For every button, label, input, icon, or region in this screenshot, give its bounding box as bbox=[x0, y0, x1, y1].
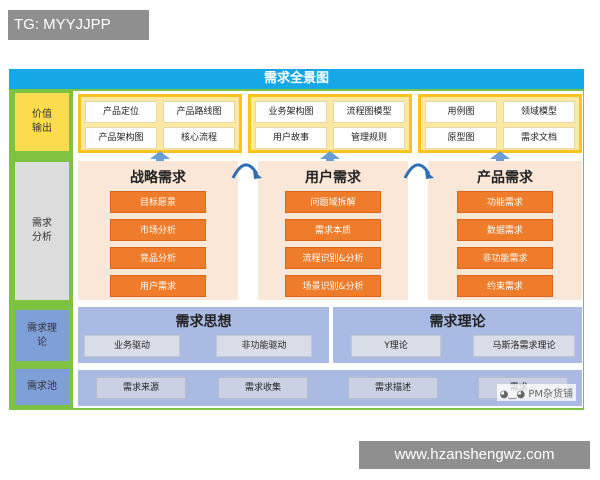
side-value: 价值 输出 bbox=[15, 93, 69, 151]
side-pool: 需求池 bbox=[15, 369, 69, 405]
value-item: 核心流程 bbox=[163, 127, 235, 149]
up-arrow-icon bbox=[150, 151, 170, 163]
analysis-title: 产品需求 bbox=[477, 170, 533, 186]
value-item: 管理规则 bbox=[333, 127, 405, 149]
watermark: ◕‿◕ PM杂货铺 bbox=[496, 384, 576, 401]
analysis-title: 战略需求 bbox=[130, 170, 186, 186]
page-title: 需求全景图 bbox=[9, 69, 584, 89]
value-item: 产品定位 bbox=[85, 101, 157, 123]
up-arrow-icon bbox=[490, 151, 510, 163]
value-item: 产品路线图 bbox=[163, 101, 235, 123]
value-group-2: 业务架构图 流程图模型 用户故事 管理规则 bbox=[248, 94, 412, 153]
analysis-item: 竞品分析 bbox=[110, 247, 206, 269]
analysis-item: 需求本质 bbox=[285, 219, 381, 241]
side-analysis-label: 需求 分析 bbox=[32, 218, 52, 243]
watermark-text: PM杂货铺 bbox=[528, 389, 573, 400]
analysis-user: 用户需求 问题域拆解 需求本质 流程识别&分析 场景识别&分析 bbox=[258, 161, 408, 300]
theory-title: 需求思想 bbox=[175, 314, 232, 330]
analysis-product: 产品需求 功能需求 数据需求 非功能需求 约束需求 bbox=[428, 161, 582, 300]
value-item: 用户故事 bbox=[255, 127, 327, 149]
tag-label: TG: MYYJJPP bbox=[8, 10, 149, 40]
value-group-1: 产品定位 产品路线图 产品架构图 核心流程 bbox=[78, 94, 242, 153]
theory-item: 非功能驱动 bbox=[216, 335, 312, 357]
value-item: 业务架构图 bbox=[255, 101, 327, 123]
value-item: 流程图模型 bbox=[333, 101, 405, 123]
analysis-item: 功能需求 bbox=[457, 191, 553, 213]
value-item: 领域模型 bbox=[503, 101, 575, 123]
analysis-item: 问题域拆解 bbox=[285, 191, 381, 213]
up-arrow-icon bbox=[320, 151, 340, 163]
site-url: www.hzanshengwz.com bbox=[359, 441, 590, 469]
analysis-item: 非功能需求 bbox=[457, 247, 553, 269]
side-value-label: 价值 输出 bbox=[32, 109, 52, 134]
curved-arrow-icon bbox=[403, 163, 434, 179]
analysis-item: 场景识别&分析 bbox=[285, 275, 381, 297]
analysis-item: 约束需求 bbox=[457, 275, 553, 297]
side-pool-label: 需求池 bbox=[27, 381, 57, 392]
pool-item: 需求描述 bbox=[348, 377, 438, 399]
analysis-item: 用户需求 bbox=[110, 275, 206, 297]
analysis-title: 用户需求 bbox=[305, 170, 361, 186]
side-theory: 需求理 论 bbox=[15, 310, 69, 361]
analysis-item: 流程识别&分析 bbox=[285, 247, 381, 269]
value-item: 原型图 bbox=[425, 127, 497, 149]
theory-item: Y理论 bbox=[351, 335, 441, 357]
theory-thought: 需求思想 业务驱动 非功能驱动 bbox=[78, 307, 329, 363]
theory-item: 马斯洛需求理论 bbox=[473, 335, 575, 357]
value-item: 用例图 bbox=[425, 101, 497, 123]
analysis-item: 数据需求 bbox=[457, 219, 553, 241]
side-theory-label: 需求理 论 bbox=[27, 322, 57, 348]
value-group-3: 用例图 领域模型 原型图 需求文档 bbox=[418, 94, 582, 153]
theory-title: 需求理论 bbox=[429, 314, 486, 330]
wechat-icon: ◕‿◕ bbox=[499, 389, 529, 400]
analysis-item: 目标愿景 bbox=[110, 191, 206, 213]
curved-arrow-icon bbox=[231, 163, 262, 179]
analysis-item: 市场分析 bbox=[110, 219, 206, 241]
pool-item: 需求收集 bbox=[218, 377, 308, 399]
theory-theory: 需求理论 Y理论 马斯洛需求理论 bbox=[333, 307, 582, 363]
value-item: 需求文档 bbox=[503, 127, 575, 149]
theory-item: 业务驱动 bbox=[84, 335, 180, 357]
pool-item: 需求来源 bbox=[96, 377, 186, 399]
analysis-strategic: 战略需求 目标愿景 市场分析 竞品分析 用户需求 bbox=[78, 161, 238, 300]
side-analysis: 需求 分析 bbox=[15, 162, 69, 300]
value-item: 产品架构图 bbox=[85, 127, 157, 149]
